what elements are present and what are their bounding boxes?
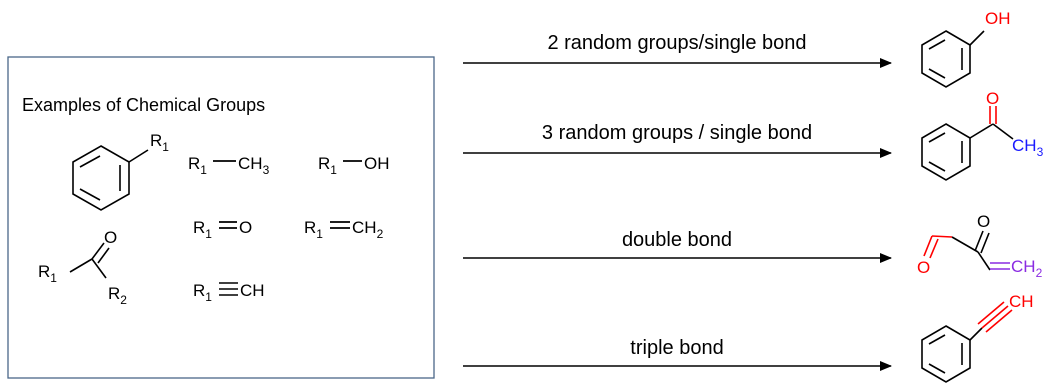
svg-text:R1: R1	[188, 154, 207, 177]
svg-text:R1: R1	[318, 154, 337, 177]
examples-panel: Examples of Chemical Groups R1 R1 CH3 R1…	[7, 56, 435, 379]
product-phenol: OH	[921, 9, 1011, 88]
svg-text:CH2: CH2	[352, 218, 384, 241]
svg-text:O: O	[104, 228, 117, 247]
reaction-arrow-3: double bond	[463, 229, 892, 263]
double-bond-ch2-label: CH2	[1011, 257, 1043, 280]
carbonyl-o-group: R1 O	[193, 218, 252, 241]
hydroxyl-group: R1 OH	[318, 154, 390, 177]
product-double-bond: O O CH2	[917, 212, 1043, 280]
phenol-oh-label: OH	[985, 9, 1011, 28]
alkyne-group: R1 CH	[193, 281, 265, 304]
svg-text:OH: OH	[364, 154, 390, 173]
product-acetophenone: O CH3	[921, 89, 1044, 181]
double-bond-o-bottom: O	[917, 258, 930, 277]
phenylacetylene-ch-label: CH	[1009, 292, 1034, 311]
svg-text:CH: CH	[240, 281, 265, 300]
reaction-label-4: triple bond	[630, 337, 723, 359]
reaction-label-1: 2 random groups/single bond	[547, 32, 806, 54]
methylene-group: R1 CH2	[304, 218, 384, 241]
benzene-r1-structure	[72, 145, 149, 211]
svg-text:R1: R1	[193, 281, 212, 304]
svg-text:O: O	[239, 218, 252, 237]
svg-text:R1: R1	[304, 218, 323, 241]
product-phenylacetylene: CH	[921, 292, 1034, 383]
svg-text:R1: R1	[38, 262, 57, 285]
svg-text:CH3: CH3	[238, 154, 270, 177]
r1-bond	[128, 149, 149, 163]
ketone-structure: R1 O R2	[38, 228, 127, 307]
reaction-arrow-1: 2 random groups/single bond	[463, 32, 892, 68]
svg-text:R1: R1	[193, 218, 212, 241]
acetophenone-ch3-label: CH3	[1012, 136, 1044, 159]
acetophenone-o-label: O	[986, 89, 999, 108]
examples-panel-title: Examples of Chemical Groups	[22, 95, 265, 115]
examples-panel-border	[7, 56, 435, 379]
methyl-group: R1 CH3	[188, 154, 270, 177]
reaction-label-2: 3 random groups / single bond	[542, 122, 812, 144]
benzene-r1-label: R1	[150, 131, 169, 154]
reaction-arrow-2: 3 random groups / single bond	[463, 122, 892, 158]
double-bond-o-top: O	[977, 212, 990, 231]
svg-text:R2: R2	[108, 284, 127, 307]
reaction-arrow-4: triple bond	[463, 337, 892, 371]
reaction-label-3: double bond	[622, 229, 732, 251]
